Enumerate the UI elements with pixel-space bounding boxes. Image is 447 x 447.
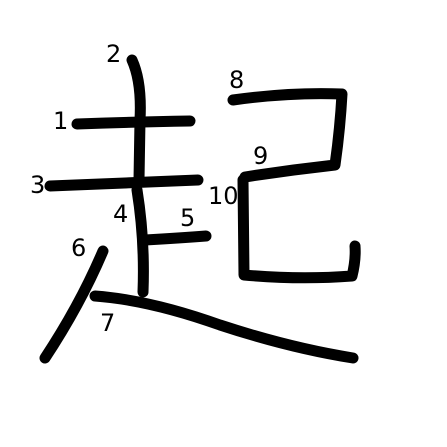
- stroke-2: [126, 54, 146, 186]
- stroke-number-7: 7: [100, 309, 115, 337]
- stroke-3: [44, 174, 204, 192]
- stroke-number-4: 4: [113, 200, 128, 228]
- stroke-number-10: 10: [208, 182, 239, 210]
- stroke-10: [237, 174, 361, 284]
- stroke-8-9: [227, 88, 348, 183]
- stroke-number-9: 9: [253, 142, 268, 170]
- stroke-number-labels: 1 2 3 4 5 6 7 8 9 10: [30, 40, 268, 337]
- stroke-number-3: 3: [30, 171, 45, 199]
- stroke-number-2: 2: [106, 40, 121, 68]
- stroke-5: [139, 230, 212, 246]
- stroke-7: [89, 290, 359, 364]
- stroke-number-1: 1: [53, 107, 68, 135]
- stroke-6: [39, 245, 109, 364]
- stroke-number-5: 5: [180, 204, 195, 232]
- stroke-number-8: 8: [229, 66, 244, 94]
- stroke-1: [71, 115, 196, 130]
- stroke-number-6: 6: [71, 234, 86, 262]
- character-strokes: [39, 54, 361, 364]
